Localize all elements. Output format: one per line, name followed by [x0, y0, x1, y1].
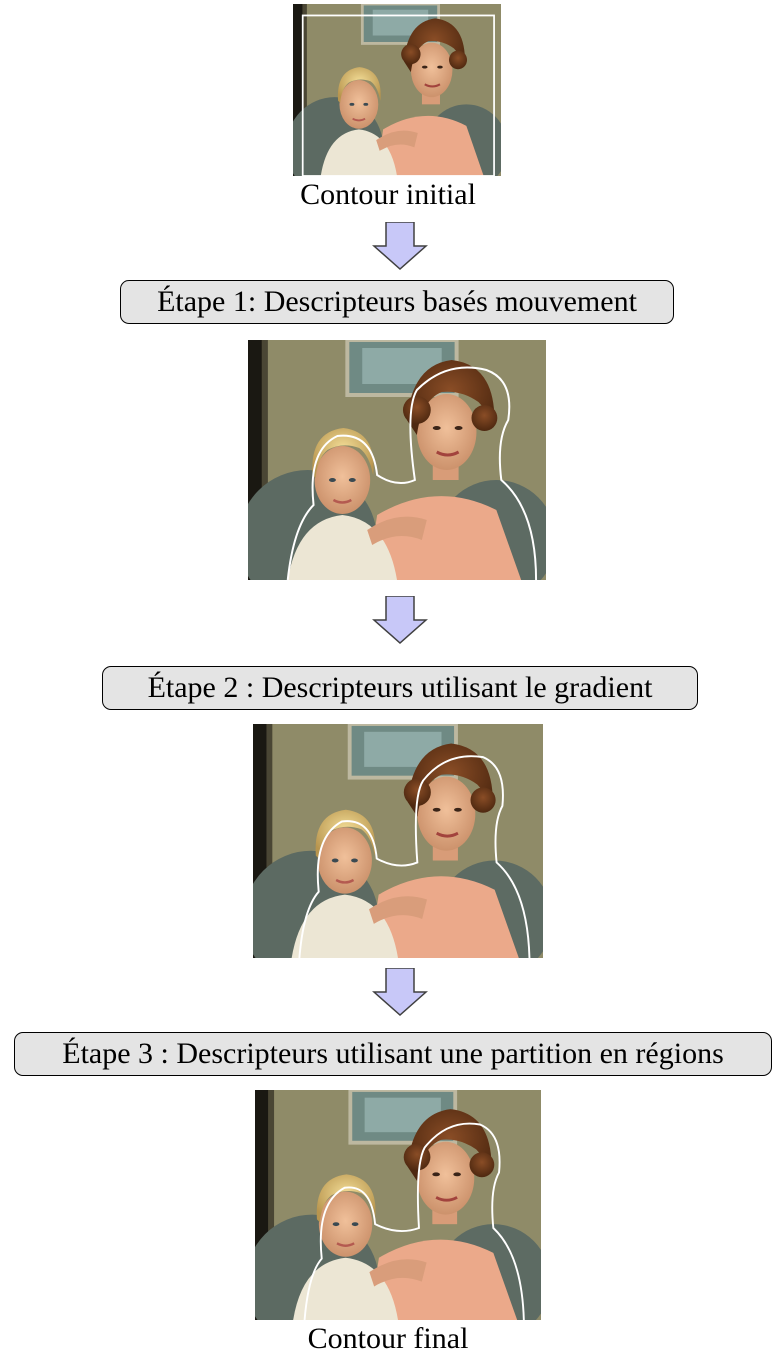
stage-2-result-svg [253, 724, 543, 958]
stage-1-contour-path [286, 366, 538, 580]
stage-3-box: Étape 3 : Descripteurs utilisant une par… [14, 1032, 772, 1076]
initial-frame-svg [293, 4, 501, 176]
final-result-svg [255, 1090, 541, 1320]
final-result-image [255, 1090, 541, 1320]
final-contour-path [303, 1122, 525, 1320]
stage-2-result-image [253, 724, 543, 958]
stage-2-box: Étape 2 : Descripteurs utilisant le grad… [102, 666, 698, 710]
final-contour-caption: Contour final [307, 1322, 469, 1355]
initial-contour-caption: Contour initial [300, 178, 476, 211]
down-arrow-icon [372, 596, 428, 644]
stage-1-box: Étape 1: Descripteurs basés mouvement [120, 280, 674, 324]
stage-1-result-svg [248, 340, 546, 580]
initial-frame-image [293, 4, 501, 176]
down-arrow-icon [372, 968, 428, 1016]
down-arrow-icon [372, 222, 428, 270]
stage-2-contour-path [298, 755, 531, 958]
stage-1-result-image [248, 340, 546, 580]
initial-contour-rectangle [301, 14, 495, 176]
